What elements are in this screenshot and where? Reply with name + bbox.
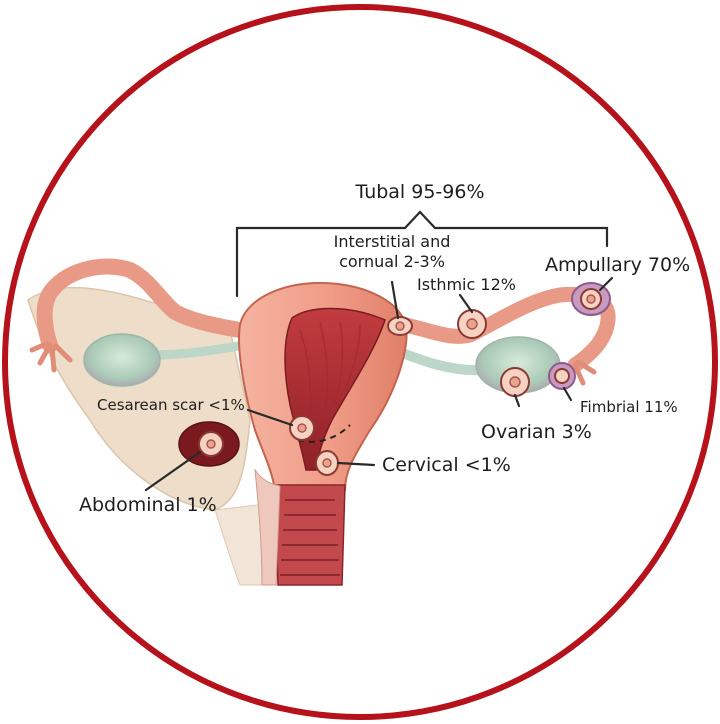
ampullary-label: Ampullary 70% (545, 254, 690, 276)
embryo-cervical (316, 451, 338, 475)
embryo-ovarian (501, 368, 529, 396)
isthmic-label: Isthmic 12% (417, 275, 516, 294)
embryo-isthmic (458, 310, 486, 338)
interstitial-label-line2: cornual 2-3% (339, 252, 445, 271)
embryo-abdominal (199, 432, 223, 456)
left-ovary (84, 334, 160, 386)
cesarean-label: Cesarean scar <1% (97, 396, 245, 414)
ovarian-label: Ovarian 3% (481, 421, 592, 443)
abdominal-label: Abdominal 1% (79, 494, 217, 516)
embryo-interstitial (388, 317, 412, 335)
cervical-label: Cervical <1% (382, 454, 511, 476)
embryo-fimbrial (549, 363, 575, 389)
embryo-ampullary (572, 283, 610, 315)
embryo-cesarean (290, 416, 314, 440)
interstitial-label-line1: Interstitial and (334, 232, 451, 251)
tubal-label: Tubal 95-96% (354, 181, 484, 203)
fimbrial-label: Fimbrial 11% (580, 398, 678, 416)
